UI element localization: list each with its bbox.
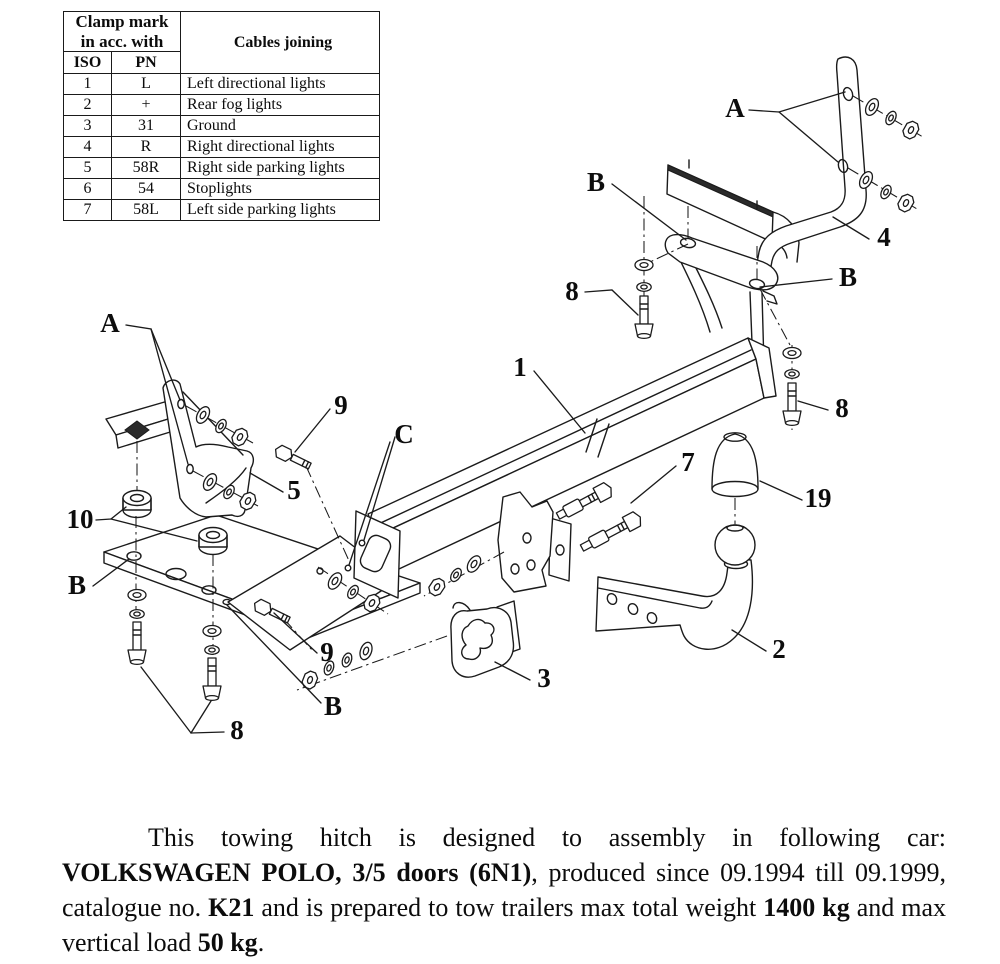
table-row: 2 + Rear fog lights: [63, 94, 380, 116]
description-segment-max-load: 50 kg: [197, 928, 258, 957]
cell-pn: 58L: [111, 199, 181, 221]
label-a-right: A: [725, 93, 745, 123]
table-row: 3 31 Ground: [63, 115, 380, 137]
cell-iso: 2: [63, 94, 112, 116]
cell-cables: Stoplights: [180, 178, 380, 200]
label-part-3: 3: [537, 663, 551, 693]
label-b-top: B: [587, 167, 605, 197]
cell-pn: 54: [111, 178, 181, 200]
description-segment: , produced since 09.1994 till 09.1999, c…: [62, 858, 946, 922]
cell-pn: 58R: [111, 157, 181, 179]
description-segment-car-model: VOLKSWAGEN POLO, 3/5 doors (6N1): [62, 858, 532, 887]
cell-cables: Rear fog lights: [180, 94, 380, 116]
cell-iso: 5: [63, 157, 112, 179]
table-header-clamp: Clamp mark in acc. with: [63, 11, 181, 52]
cell-pn: L: [111, 73, 181, 95]
leader-lines: [92, 91, 870, 734]
label-part-19: 19: [805, 483, 832, 513]
cell-pn: +: [111, 94, 181, 116]
cell-iso: 1: [63, 73, 112, 95]
label-part-2: 2: [772, 634, 786, 664]
cell-pn: R: [111, 136, 181, 158]
description-segment: and max vertical load: [62, 893, 947, 957]
label-part-10: 10: [67, 504, 94, 534]
table-header-iso: ISO: [63, 51, 112, 74]
label-part-7: 7: [681, 447, 695, 477]
cell-cables: Left directional lights: [180, 73, 380, 95]
table-row: 4 R Right directional lights: [63, 136, 380, 158]
cell-iso: 4: [63, 136, 112, 158]
part-10-bushings: [122, 489, 228, 556]
header-clamp-line1: Clamp mark: [75, 12, 169, 32]
table-row: 1 L Left directional lights: [63, 73, 380, 95]
top-bracket-plate: [664, 233, 779, 369]
table-header-pn: PN: [111, 51, 181, 74]
cell-pn: 31: [111, 115, 181, 137]
description-paragraph: This towing hitch is designed to assembl…: [62, 820, 946, 960]
main-beam: [367, 337, 777, 577]
label-a-left: A: [100, 308, 120, 338]
towball-neck: [595, 524, 756, 650]
label-b-right: B: [839, 262, 857, 292]
label-bolt-8-right: 8: [835, 393, 849, 423]
left-channel: [105, 400, 181, 449]
description-segment: .: [257, 928, 265, 957]
label-bolt-8-top: 8: [565, 276, 579, 306]
description-segment-catalogue-no: K21: [208, 893, 255, 922]
table-row: 6 54 Stoplights: [63, 178, 380, 200]
table-row: 5 58R Right side parking lights: [63, 157, 380, 179]
clamp-mark-table: Clamp mark in acc. with Cables joining I…: [63, 11, 380, 221]
table-row: 7 58L Left side parking lights: [63, 199, 380, 221]
table-header-cables: Cables joining: [180, 11, 380, 74]
label-part-4: 4: [877, 222, 891, 252]
ball-mount-plates: [497, 491, 572, 593]
label-bolt-9-top: 9: [334, 390, 348, 420]
label-c-center: C: [394, 419, 414, 449]
cell-cables: Left side parking lights: [180, 199, 380, 221]
cell-iso: 7: [63, 199, 112, 221]
description-segment-max-weight: 1400 kg: [763, 893, 850, 922]
label-part-5: 5: [287, 475, 301, 505]
cell-iso: 6: [63, 178, 112, 200]
callout-labels: A B 4 B 8 A 1 9 8 C 7 5 19 10 B 2 9 3 B …: [67, 93, 891, 745]
part-3-plate: [450, 600, 521, 678]
cell-cables: Right side parking lights: [180, 157, 380, 179]
header-clamp-line2: in acc. with: [80, 31, 164, 51]
label-b-left: B: [68, 570, 86, 600]
label-bolt-9-bottom: 9: [320, 637, 334, 667]
description-segment: This towing hitch is designed to assembl…: [148, 823, 946, 852]
label-b-bottom: B: [324, 691, 342, 721]
label-part-1: 1: [513, 352, 527, 382]
cell-iso: 3: [63, 115, 112, 137]
ball-cover: [711, 432, 759, 498]
label-bolt-8-bottom: 8: [230, 715, 244, 745]
description-segment: and is prepared to tow trailers max tota…: [254, 893, 764, 922]
fasteners: [127, 95, 922, 702]
part-4-bracket: [754, 56, 867, 278]
cell-cables: Right directional lights: [180, 136, 380, 158]
assembly-diagram: A B 4 B 8 A 1 9 8 C 7 5 19 10 B 2 9 3 B …: [67, 56, 924, 745]
cell-cables: Ground: [180, 115, 380, 137]
